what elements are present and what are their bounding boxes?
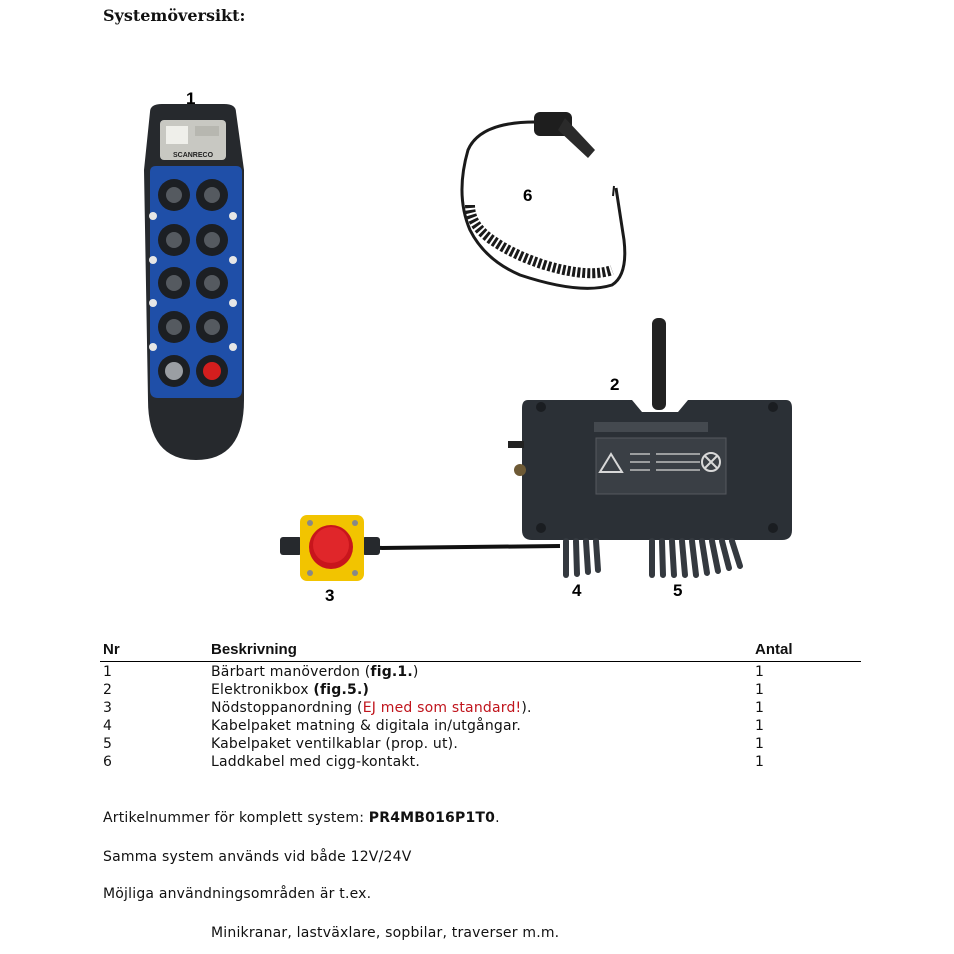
table-row: 6 Laddkabel med cigg-kontakt. 1	[0, 754, 954, 772]
callout-1: 1	[186, 89, 195, 108]
row-nr: 3	[103, 700, 113, 716]
table-row: 5 Kabelpaket ventilkablar (prop. ut). 1	[0, 736, 954, 754]
callout-3: 3	[325, 586, 334, 605]
row-nr: 4	[103, 718, 113, 734]
voltage-text: Samma system används vid både 12V/24V	[103, 849, 412, 865]
charging-cable-image	[460, 112, 627, 290]
row-description: Kabelpaket ventilkablar (prop. ut).	[211, 736, 458, 752]
row-description: Elektronikbox (fig.5.)	[211, 682, 370, 698]
article-number-text: Artikelnummer för komplett system: PR4MB…	[103, 810, 500, 826]
row-description: Nödstoppanordning (EJ med som standard!)…	[211, 700, 532, 716]
page-heading: Systemöversikt:	[103, 6, 246, 25]
callout-2: 2	[610, 375, 619, 394]
row-quantity: 1	[755, 718, 765, 734]
row-description: Laddkabel med cigg-kontakt.	[211, 754, 420, 770]
remote-control-image: SCANRECO	[144, 104, 244, 460]
electronic-box-image	[508, 318, 792, 540]
row-quantity: 1	[755, 736, 765, 752]
cable-bundles	[563, 538, 743, 578]
row-quantity: 1	[755, 754, 765, 770]
table-row: 3 Nödstoppanordning (EJ med som standard…	[0, 700, 954, 718]
emergency-stop-image	[280, 515, 561, 581]
usage-list-text: Minikranar, lastväxlare, sopbilar, trave…	[211, 925, 560, 941]
column-header-description: Beskrivning	[211, 641, 297, 658]
table-header-rule	[100, 661, 861, 662]
system-illustration: SCANRECO	[144, 89, 792, 605]
row-description: Bärbart manöverdon (fig.1.)	[211, 664, 419, 680]
callout-4: 4	[572, 581, 582, 600]
row-nr: 1	[103, 664, 113, 680]
remote-brand-label: SCANRECO	[173, 152, 214, 159]
column-header-quantity: Antal	[755, 641, 793, 658]
row-quantity: 1	[755, 700, 765, 716]
row-quantity: 1	[755, 682, 765, 698]
callout-6: 6	[523, 186, 532, 205]
column-header-nr: Nr	[103, 641, 120, 658]
usage-intro-text: Möjliga användningsområden är t.ex.	[103, 886, 372, 902]
table-row: 2 Elektronikbox (fig.5.) 1	[0, 682, 954, 700]
row-nr: 6	[103, 754, 113, 770]
row-quantity: 1	[755, 664, 765, 680]
row-description: Kabelpaket matning & digitala in/utgånga…	[211, 718, 522, 734]
row-nr: 5	[103, 736, 113, 752]
article-number: PR4MB016P1T0	[368, 810, 496, 826]
callout-5: 5	[673, 581, 682, 600]
table-row: 4 Kabelpaket matning & digitala in/utgån…	[0, 718, 954, 736]
table-row: 1 Bärbart manöverdon (fig.1.) 1	[0, 664, 954, 682]
row-nr: 2	[103, 682, 113, 698]
